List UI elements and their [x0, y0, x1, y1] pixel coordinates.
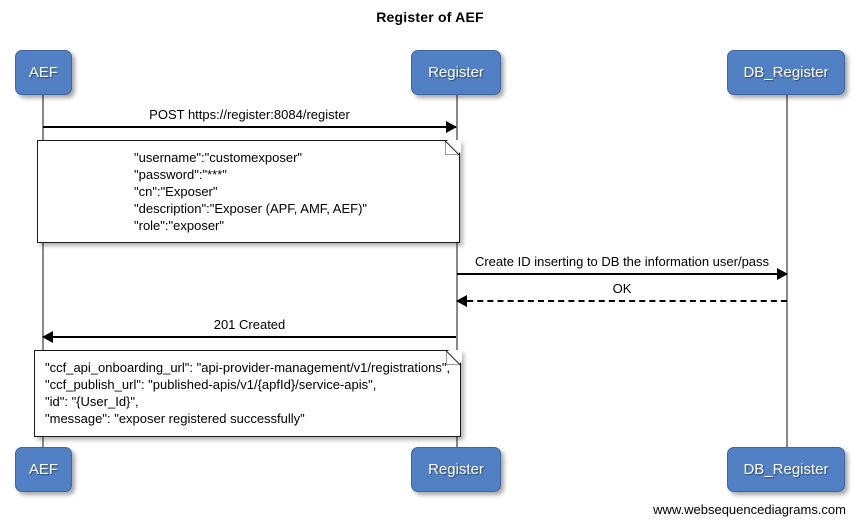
footer-attribution: www.websequencediagrams.com [653, 502, 846, 517]
arrowhead-left-icon [42, 331, 53, 343]
participant-aef-top[interactable]: AEF [15, 50, 72, 95]
note-line: "cn":"Exposer" [134, 184, 218, 199]
participant-register-bottom-label: Register [428, 461, 484, 478]
participant-register-top[interactable]: Register [411, 50, 501, 95]
participant-db-register-top-label: DB_Register [743, 64, 829, 81]
note-line: "description":"Exposer (APF, AMF, AEF)" [134, 201, 368, 216]
arrowhead-right-icon [446, 121, 457, 133]
note-line: "username":"customexposer" [134, 150, 303, 165]
lifeline-aef [42, 95, 44, 447]
message-line [457, 300, 787, 302]
arrowhead-left-icon [456, 295, 467, 307]
arrowhead-right-icon [777, 268, 788, 280]
participant-aef-bottom-label: AEF [28, 461, 59, 478]
note-line: "ccf_api_onboarding_url": "api-provider-… [45, 360, 451, 375]
participant-db-register-bottom-label: DB_Register [743, 461, 829, 478]
note-fold-edge-icon [445, 140, 460, 155]
note-line: "message": "exposer registered successfu… [45, 411, 305, 426]
message-label: OK [612, 281, 632, 296]
participant-register-bottom[interactable]: Register [411, 447, 501, 492]
participant-register-top-label: Register [428, 64, 484, 81]
message-label: 201 Created [213, 317, 286, 332]
participant-db-register-top[interactable]: DB_Register [727, 50, 845, 95]
note-line: "ccf_publish_url": "published-apis/v1/{a… [45, 377, 377, 392]
message-line [43, 126, 456, 128]
note-response-payload: "ccf_api_onboarding_url": "api-provider-… [34, 349, 462, 437]
note-line: "password":"***" [134, 167, 227, 182]
participant-db-register-bottom[interactable]: DB_Register [727, 447, 845, 492]
diagram-title: Register of AEF [376, 9, 484, 25]
note-request-payload: "username":"customexposer" "password":"*… [37, 139, 461, 243]
message-label: POST https://register:8084/register [149, 107, 350, 122]
message-line [43, 336, 456, 338]
lifeline-register [456, 95, 458, 447]
note-response-payload-lines: "ccf_api_onboarding_url": "api-provider-… [35, 351, 460, 435]
note-line: "id": "{User_Id}", [45, 394, 139, 409]
participant-aef-bottom[interactable]: AEF [15, 447, 72, 492]
note-request-payload-lines: "username":"customexposer" "password":"*… [38, 141, 377, 242]
message-line [457, 273, 787, 275]
message-label: Create ID inserting to DB the informatio… [474, 254, 770, 269]
note-line: "role":"exposer" [134, 218, 224, 233]
participant-aef-top-label: AEF [28, 64, 59, 81]
